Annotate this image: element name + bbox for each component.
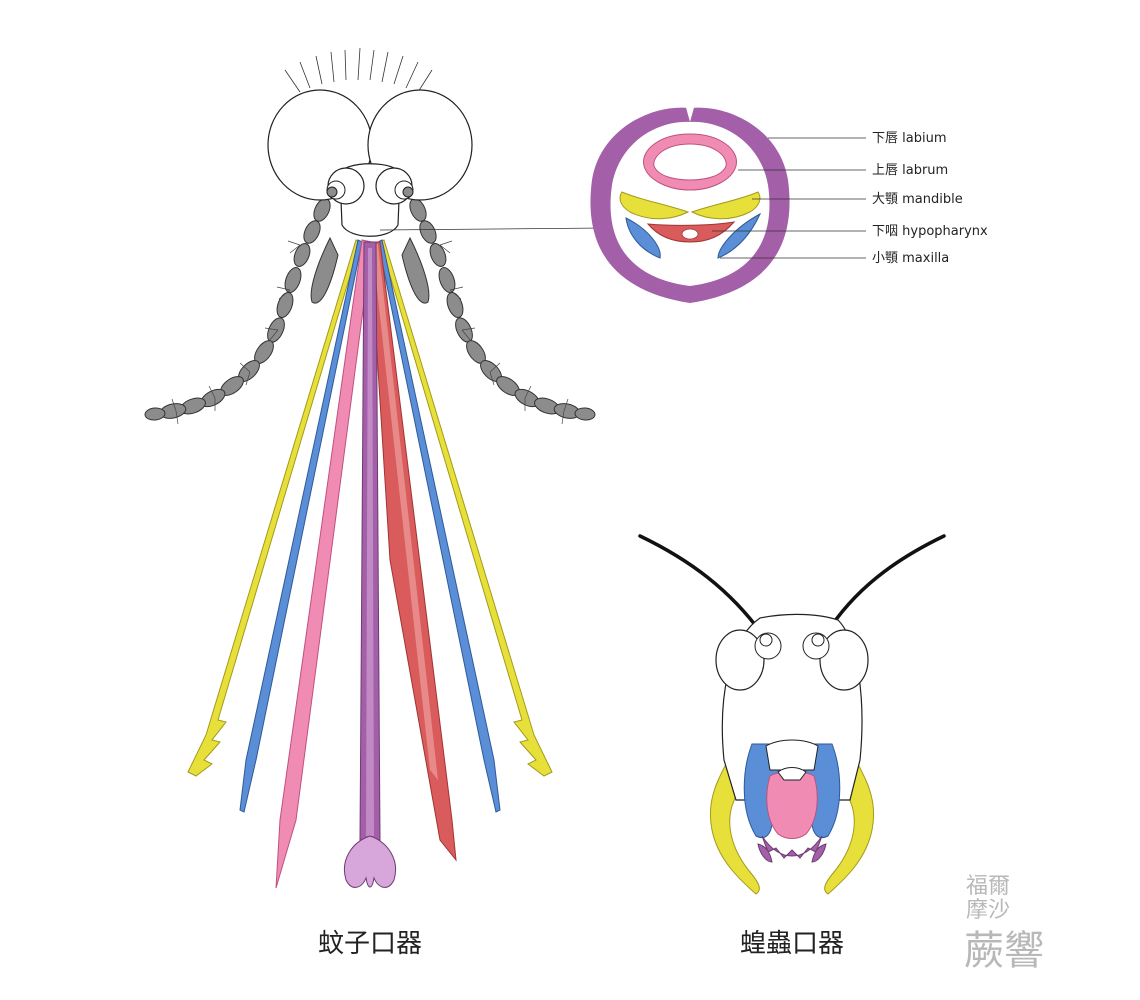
mosquito-labella [344, 835, 396, 888]
label-maxilla: 小顎 maxilla [872, 251, 949, 266]
section-mandible-left [619, 191, 690, 220]
head-bristles [284, 47, 433, 93]
label-mandible: 大顎 mandible [872, 192, 963, 207]
section-maxilla-right [717, 212, 762, 259]
palp-left [310, 236, 339, 304]
caption-grasshopper: 蝗蟲口器 [740, 929, 844, 959]
mosquito-antenna-left [144, 198, 331, 421]
antenna-bristles [171, 240, 569, 425]
grasshopper-eye-right [819, 629, 869, 691]
grasshopper-palp-right [824, 759, 875, 895]
grasshopper-palp-left [709, 759, 760, 895]
label-labium: 下唇 labium [872, 131, 946, 146]
grasshopper-antenna-left [638, 534, 764, 636]
section-mandible-right [690, 191, 761, 220]
section-maxilla-left [625, 217, 661, 259]
section-labrum [643, 133, 737, 191]
grasshopper-illustration [638, 534, 946, 895]
grasshopper-labium [761, 835, 823, 859]
grasshopper-labrum-top [765, 739, 819, 771]
caption-mosquito: 蚊子口器 [318, 929, 422, 959]
grasshopper-eye-left [715, 629, 765, 691]
mosquito-illustration [144, 47, 606, 889]
svg-text:摩沙: 摩沙 [966, 898, 1010, 923]
label-labrum: 上唇 labrum [872, 163, 948, 178]
label-leaders [712, 137, 866, 259]
cross-section-leader [379, 227, 606, 231]
svg-text:福爾: 福爾 [966, 874, 1010, 899]
mosquito-mandible-right [379, 239, 553, 777]
palp-right [401, 236, 430, 304]
watermark-logo: 福爾 摩沙 蕨響 [964, 874, 1044, 974]
grasshopper-antenna-right [824, 534, 946, 636]
label-hypopharynx: 下咽 hypopharynx [872, 224, 988, 239]
mosquito-mandible-left [187, 239, 361, 777]
grasshopper-labrum [766, 771, 818, 839]
cross-section: 下唇 labium 上唇 labrum 大顎 mandible 下咽 hypop… [590, 104, 988, 303]
svg-text:蕨響: 蕨響 [964, 928, 1044, 974]
mosquito-antenna-right [409, 198, 596, 421]
